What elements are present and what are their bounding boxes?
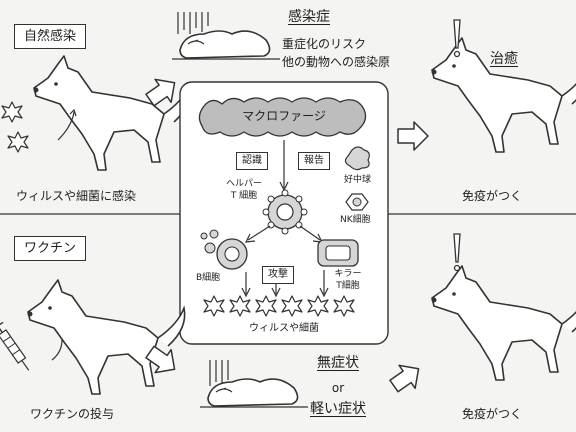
killer-t-label-1: キラー <box>334 269 362 279</box>
exclaim-icon <box>453 19 461 58</box>
killer-t-label-2: T細胞 <box>336 281 360 291</box>
b-cell-label: B細胞 <box>196 273 221 283</box>
recognition-tag: 認識 <box>236 152 268 170</box>
attack-tag: 攻撃 <box>262 266 294 284</box>
cured-title: 治癒 <box>490 51 518 67</box>
natural-immunity-caption: 免疫がつく <box>462 189 523 203</box>
infected-dog <box>32 55 192 171</box>
helper-t-label-2: T 細胞 <box>230 191 258 201</box>
sick-dog-lines <box>177 12 209 34</box>
macrophage-cell <box>198 97 367 137</box>
nk-cell-label: NK細胞 <box>340 215 371 225</box>
pathogens-label: ウィルスや細菌 <box>249 323 319 334</box>
sick-dog <box>171 30 281 60</box>
exclaim-icon <box>453 233 461 272</box>
outcome-mild-symptoms: 軽い症状 <box>310 401 366 417</box>
mild-dog-lines <box>209 360 229 386</box>
arrow-to-cured <box>397 121 429 151</box>
macrophage-label: マクロファージ <box>242 109 326 123</box>
infection-caption: ウィルスや細菌に感染 <box>16 189 137 203</box>
virus-burst <box>1 101 23 123</box>
vaccine-dose-caption: ワクチンの投与 <box>30 407 115 421</box>
neutrophil-cell <box>344 146 370 171</box>
arrow-to-immune <box>385 356 428 399</box>
outcome-or: or <box>331 381 345 395</box>
mild-sick-dog <box>199 378 309 408</box>
virus-burst <box>7 131 29 153</box>
report-tag: 報告 <box>298 152 330 170</box>
vaccine-immunity-caption: 免疫がつく <box>462 407 523 421</box>
syringe-icon <box>0 321 30 371</box>
helper-t-label-1: ヘルパー <box>225 179 262 189</box>
illness-note-1: 重症化のリスク <box>282 37 367 51</box>
illness-title: 感染症 <box>288 9 330 25</box>
outcome-no-symptoms: 無症状 <box>317 355 359 371</box>
vaccinated-dog <box>26 279 186 395</box>
infection-arrow <box>57 111 75 141</box>
immune-dog <box>430 265 576 381</box>
vaccine-title: ワクチン <box>14 236 87 261</box>
neutrophil-label: 好中球 <box>344 175 372 185</box>
natural-infection-title: 自然感染 <box>14 24 87 49</box>
illness-note-2: 他の動物への感染原 <box>282 55 391 69</box>
